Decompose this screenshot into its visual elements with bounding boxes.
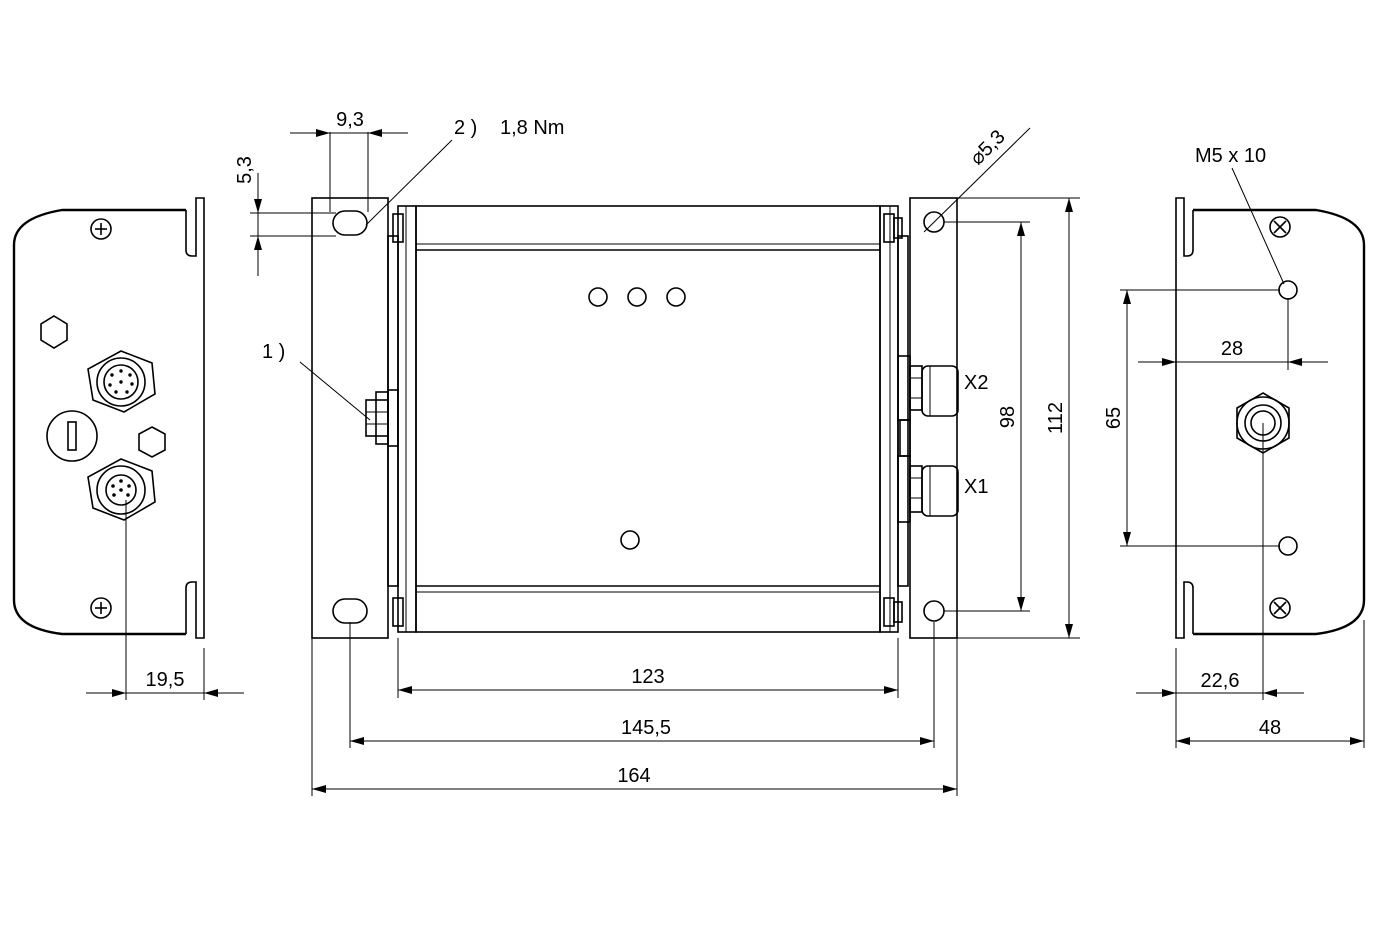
- screw-icon: [1269, 216, 1291, 238]
- screw-icon: [1269, 597, 1291, 619]
- left-mount-bracket: [185, 197, 205, 639]
- right-mount-bracket: [1175, 197, 1194, 639]
- connector-x1: [897, 455, 959, 523]
- mount-hole: [923, 600, 945, 622]
- connector-icon: [87, 458, 156, 521]
- left-side-view: 19,5: [12, 197, 244, 700]
- dim-145-5-label: 145,5: [621, 717, 671, 739]
- led-indicator: [627, 287, 647, 307]
- torque-label: 1,8 Nm: [500, 117, 564, 139]
- thread-leader: [1231, 167, 1285, 285]
- dim-5-3-label: 5,3: [234, 156, 256, 184]
- thread-label: M5 x 10: [1195, 145, 1266, 167]
- leader-line-1: [299, 361, 371, 421]
- dim-123-label: 123: [631, 666, 664, 688]
- screw-icon: [90, 218, 112, 240]
- dim-9-3-label: 9,3: [336, 109, 364, 131]
- hex-nut-icon: [138, 426, 166, 458]
- led-indicator: [620, 530, 640, 550]
- threaded-hole: [1278, 536, 1298, 556]
- dim-22-6-label: 22,6: [1201, 670, 1240, 692]
- front-view: 1 ) X2 X1 9,3: [234, 109, 1080, 796]
- dim-19-5-label: 19,5: [146, 669, 185, 691]
- housing-body: [415, 205, 881, 633]
- connector-icon: [87, 350, 156, 413]
- led-indicator: [666, 287, 686, 307]
- slot-hole: [332, 210, 368, 236]
- x1-label: X1: [964, 476, 988, 498]
- note-1-label: 1 ): [262, 341, 285, 363]
- led-indicator: [588, 287, 608, 307]
- right-side-view: M5 x 10 65 28 22,6 48: [1103, 145, 1366, 748]
- right-view-outline: [1193, 208, 1366, 636]
- hex-nut-icon: [40, 315, 68, 349]
- diameter-label: ⌀5,3: [966, 126, 1010, 170]
- left-view-outline: [12, 208, 186, 636]
- note-2-label: 2 ): [454, 117, 477, 139]
- dim-112-label: 112: [1045, 402, 1067, 434]
- threaded-hole: [1278, 280, 1298, 300]
- screw-icon: [90, 597, 112, 619]
- dim-48-label: 48: [1259, 717, 1281, 739]
- pressure-valve-icon: [46, 410, 98, 462]
- dim-28-label: 28: [1221, 338, 1243, 360]
- dim-164-label: 164: [617, 765, 650, 787]
- right-flange: [909, 197, 958, 639]
- diameter-leader: [923, 127, 1031, 233]
- connector-x2: [897, 355, 959, 421]
- dim-98-label: 98: [997, 406, 1019, 428]
- pressure-element: [365, 389, 399, 447]
- x2-label: X2: [964, 372, 988, 394]
- dim-65-label: 65: [1103, 407, 1125, 429]
- slot-hole: [332, 598, 368, 624]
- leader-line-2: [365, 139, 453, 226]
